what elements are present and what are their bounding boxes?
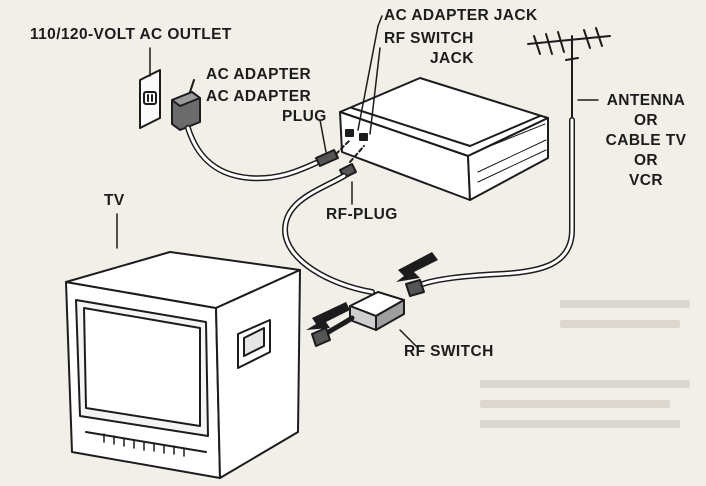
- direction-arrows: [306, 252, 438, 330]
- ac-adapter-label: AC ADAPTER: [206, 66, 312, 83]
- ac-adapter: [171, 79, 339, 182]
- rf-plug-label: RF-PLUG: [326, 206, 398, 223]
- rf-switch-jack-label-line2: JACK: [430, 50, 474, 67]
- ac-adapter-plug-label-line1: AC ADAPTER: [206, 88, 312, 105]
- rf-switch-label: RF SWITCH: [404, 343, 494, 360]
- antenna-cable: [405, 117, 575, 297]
- antenna: [527, 27, 611, 121]
- background-page-text: [560, 300, 690, 308]
- wall-outlet: [139, 69, 161, 129]
- rf-unit-box: [339, 77, 549, 201]
- leader-lines: [149, 15, 599, 349]
- rf-plug-cable: [282, 163, 375, 295]
- jack-arrows: [335, 139, 365, 163]
- antenna-label-line1: ANTENNA: [606, 92, 686, 109]
- tv-label: TV: [104, 192, 125, 209]
- background-page-text: [480, 420, 680, 428]
- background-page-text: [480, 380, 690, 388]
- tv-set: [65, 213, 301, 479]
- antenna-label-line2: OR: [633, 112, 659, 129]
- antenna-label-line5: VCR: [629, 172, 663, 189]
- rf-switch-box: [311, 291, 405, 347]
- rf-switch-jack-label-line1: RF SWITCH: [384, 30, 474, 47]
- outlet-label: 110/120-VOLT AC OUTLET: [30, 26, 232, 43]
- ac-adapter-jack-label: AC ADAPTER JACK: [384, 7, 538, 24]
- ac-adapter-plug-label-line2: PLUG: [282, 108, 327, 125]
- antenna-label-line3: CABLE TV: [605, 132, 687, 149]
- background-page-text: [560, 320, 680, 328]
- antenna-label-line4: OR: [633, 152, 659, 169]
- background-page-text: [480, 400, 670, 408]
